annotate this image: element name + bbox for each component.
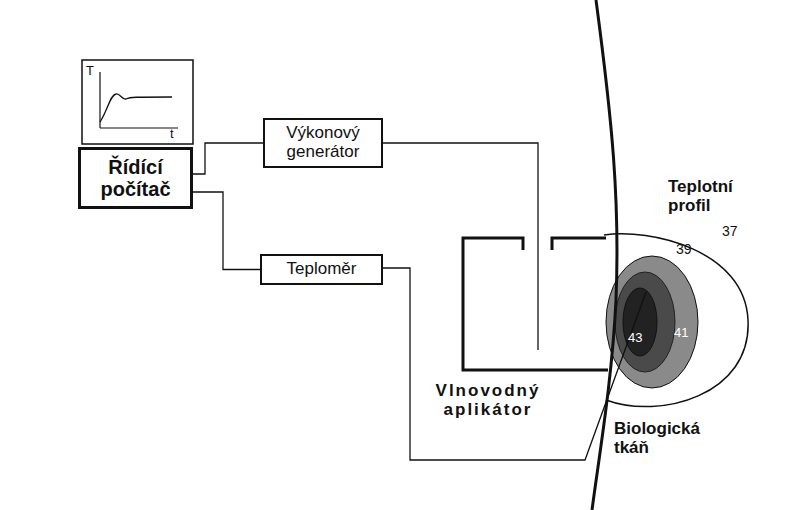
- axis-label: t: [170, 127, 182, 141]
- temperature-value: 39: [676, 242, 702, 257]
- isotherm-39: [606, 256, 698, 388]
- connector: [193, 143, 263, 174]
- connector: [193, 192, 260, 270]
- chart-frame: [82, 60, 193, 144]
- part-label: Teplotní profil: [668, 178, 758, 215]
- box-label: Teploměr: [287, 260, 357, 279]
- isotherm-43: [623, 288, 657, 356]
- device-box: Výkonový generátor: [263, 118, 383, 168]
- chart-curve: [100, 94, 172, 122]
- axis-label: T: [86, 64, 100, 78]
- waveguide-body: [463, 238, 608, 370]
- chart-axis: [99, 72, 100, 128]
- waveguide-body: [552, 238, 606, 250]
- box-label: Řídící počítač: [81, 156, 190, 200]
- probe-line: [383, 268, 646, 460]
- computer-box: Řídící počítač: [78, 147, 193, 209]
- temperature-value: 41: [674, 326, 696, 340]
- chart-axis: [100, 127, 178, 128]
- temperature-value: 37: [722, 224, 748, 239]
- box-label: Výkonový generátor: [265, 124, 381, 161]
- tissue-boundary: [592, 0, 617, 510]
- temperature-value: 43: [628, 331, 652, 345]
- feed-line: [383, 143, 538, 350]
- isotherm-37: [604, 234, 748, 407]
- part-label: Vlnovodný aplikátor: [418, 382, 558, 419]
- device-box: Teploměr: [260, 254, 383, 285]
- isotherm-41: [615, 272, 675, 372]
- part-label: Biologická tkáň: [614, 420, 704, 457]
